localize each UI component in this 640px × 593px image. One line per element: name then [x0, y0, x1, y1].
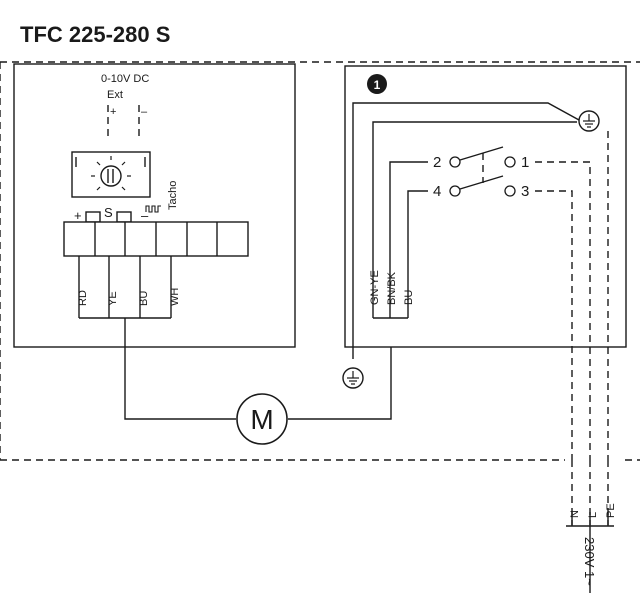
- motor-to-switchbox-wire: [288, 318, 392, 420]
- tacho-signal-icon: [145, 205, 161, 213]
- contact-label-1: 1: [521, 154, 529, 171]
- ext-plus-sign: +: [110, 106, 116, 118]
- note-badge-number: 1: [374, 78, 381, 92]
- controller-box: 0-10V DC Ext + – Tacho: [13, 63, 296, 348]
- motor-symbol: M: [250, 404, 273, 435]
- wire-label-bn-bk: BN/BK: [386, 271, 398, 305]
- contact-2: [449, 156, 461, 168]
- supply-l-line: [535, 161, 591, 460]
- switch-blade-lower: [459, 175, 504, 190]
- ext-minus-sign: –: [141, 106, 148, 118]
- terminal-label-minus: –: [141, 208, 149, 223]
- supply-label-pe: PE: [605, 503, 617, 518]
- supply-n-line: [535, 190, 573, 460]
- switch-box-housing: [344, 65, 627, 348]
- contact-label-2: 2: [433, 154, 441, 171]
- terminal-label-s: S: [104, 205, 113, 220]
- wire-label-wh: WH: [169, 288, 181, 306]
- diagram-title: TFC 225-280 S: [20, 22, 170, 47]
- wire-label-bu: BU: [138, 291, 150, 306]
- wire-label-rd: RD: [77, 290, 89, 306]
- terminal-strip: [63, 221, 249, 257]
- contact-3: [504, 185, 516, 197]
- supply-label-l: L: [587, 512, 599, 518]
- potentiometer-knob: [100, 165, 122, 187]
- earth-terminal-icon: [578, 110, 600, 132]
- switch-blade-upper: [459, 146, 504, 161]
- signal-label: 0-10V DC: [101, 73, 149, 85]
- motor: M: [236, 393, 288, 445]
- supply-label-n: N: [569, 510, 581, 518]
- wire-label-gn-ye: GN-YE: [369, 270, 381, 305]
- supply-section: N L PE 230V 1~: [566, 460, 617, 593]
- motor-circle: [236, 393, 288, 445]
- note-badge: [367, 74, 387, 94]
- terminal-label-plus: +: [74, 208, 82, 223]
- wire-label-bu-switch: BU: [403, 290, 415, 305]
- ext-label: Ext: [107, 89, 123, 101]
- gn-ye-wire: [372, 121, 577, 270]
- external-earth-icon: [342, 367, 364, 389]
- contact-1: [504, 156, 516, 168]
- contact-4: [449, 185, 461, 197]
- contact-label-3: 3: [521, 183, 529, 200]
- pe-wire: [352, 102, 580, 359]
- wire-label-ye: YE: [107, 291, 119, 306]
- bu-wire: [407, 190, 428, 270]
- potentiometer: [71, 151, 151, 198]
- tacho-label: Tacho: [167, 181, 179, 210]
- switch-box: 1 2 1 4 3 GN-YE BN/BK BU: [344, 65, 627, 460]
- controller-to-motor-wire: [124, 318, 236, 420]
- contact-label-4: 4: [433, 183, 441, 200]
- bn-bk-wire: [389, 161, 428, 270]
- supply-voltage-label: 230V 1~: [582, 537, 597, 586]
- potentiometer-rays: [91, 156, 131, 191]
